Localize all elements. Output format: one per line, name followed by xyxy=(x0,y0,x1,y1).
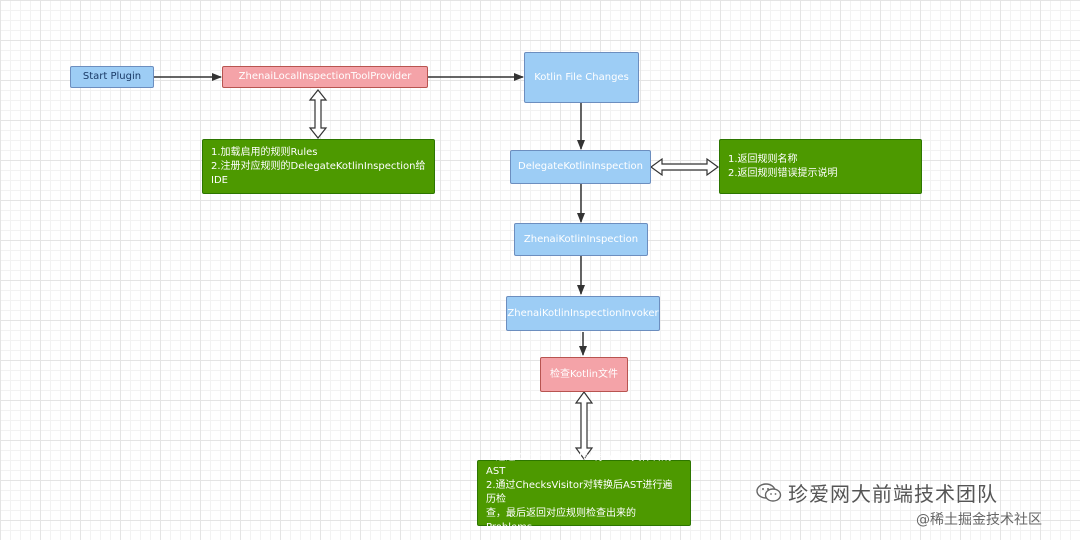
delegate-node: DelegateKotlinInspection xyxy=(510,150,651,184)
check-file-node: 检查Kotlin文件 xyxy=(540,357,628,392)
provider-note-line-1: 1.加载启用的规则Rules xyxy=(211,146,318,158)
provider-node: ZhenaiLocalInspectionToolProvider xyxy=(222,66,428,88)
check-note-line-3: 查，最后返回对应规则检查出来的Problems xyxy=(486,508,636,533)
invoker-node: ZhenaiKotlinInspectionInvoker xyxy=(506,296,660,331)
wechat-icon xyxy=(756,482,782,502)
delegate-note-line-1: 1.返回规则名称 xyxy=(728,153,798,165)
watermark: 珍爱网大前端技术团队 @稀土掘金技术社区 xyxy=(756,478,1042,529)
double-arrow-delegate-note xyxy=(649,157,720,177)
file-changes-node: Kotlin File Changes xyxy=(524,52,639,103)
check-file-label: 检查Kotlin文件 xyxy=(550,368,618,380)
delegate-note-line-2: 2.返回规则错误提示说明 xyxy=(728,167,838,179)
delegate-label: DelegateKotlinInspection xyxy=(518,161,643,172)
provider-note: 1.加载启用的规则Rules 2.注册对应规则的DelegateKotlinIn… xyxy=(202,139,435,194)
provider-note-line-2: 2.注册对应规则的DelegateKotlinInspection给IDE xyxy=(211,160,426,186)
provider-label: ZhenaiLocalInspectionToolProvider xyxy=(238,71,412,82)
double-arrow-provider-note xyxy=(308,89,328,139)
zhenai-inspection-label: ZhenaiKotlinInspection xyxy=(523,233,639,245)
start-plugin-node: Start Plugin xyxy=(70,66,154,88)
double-arrow-check-note xyxy=(574,390,594,461)
watermark-subtitle: @稀土掘金技术社区 xyxy=(916,512,1042,528)
check-note-line-2: 2.通过ChecksVisitor对转换后AST进行遍历检 xyxy=(486,480,673,505)
delegate-note: 1.返回规则名称 2.返回规则错误提示说明 xyxy=(719,139,922,194)
invoker-label: ZhenaiKotlinInspectionInvoker xyxy=(507,307,659,319)
zhenai-inspection-node: ZhenaiKotlinInspection xyxy=(514,223,648,256)
file-changes-label: Kotlin File Changes xyxy=(534,71,629,83)
check-note: 1.通过KotlinConverter将Kotlin文件转成AST 2.通过Ch… xyxy=(477,452,691,533)
watermark-title: 珍爱网大前端技术团队 xyxy=(788,482,998,506)
start-plugin-label: Start Plugin xyxy=(82,71,142,82)
check-note-line-1: 1.通过KotlinConverter将Kotlin文件转成AST xyxy=(486,452,672,477)
